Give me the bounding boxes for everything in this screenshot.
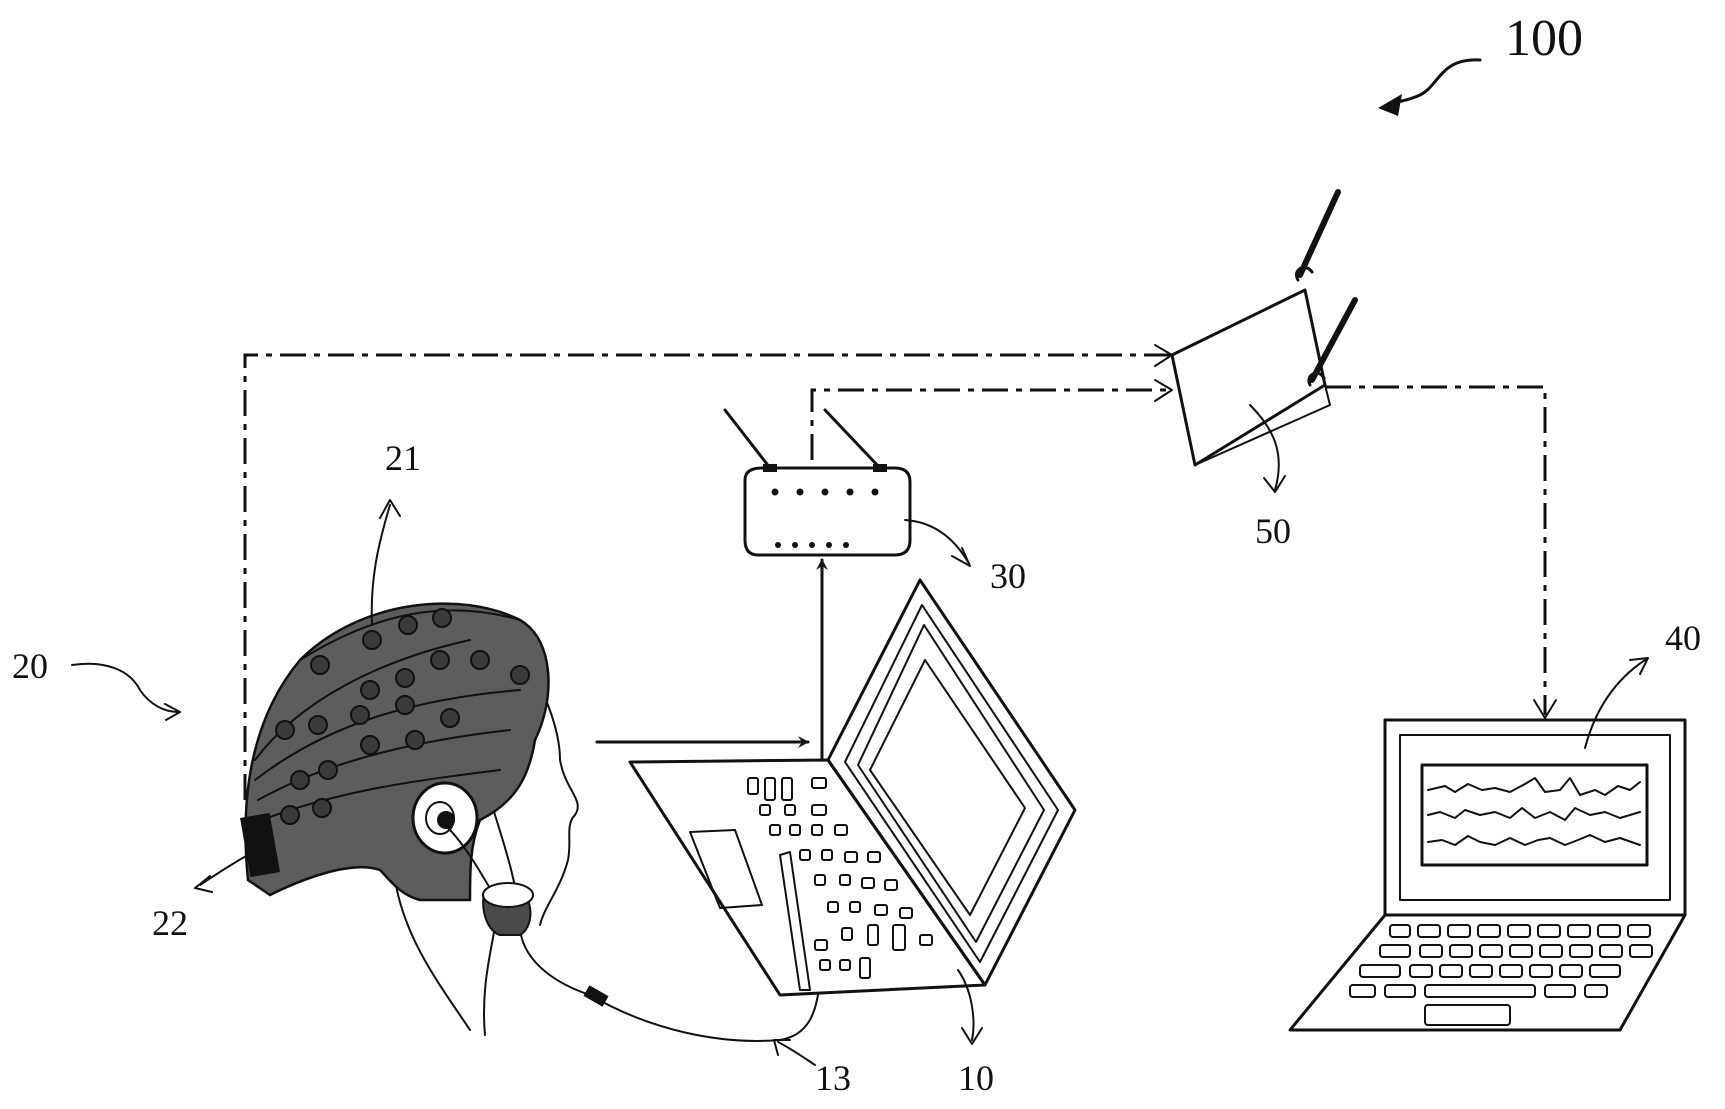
arrowhead-eeg-cap	[164, 703, 181, 721]
face-profile	[519, 649, 579, 926]
ear-electrode	[437, 811, 455, 829]
arrowhead-access-point	[1263, 475, 1286, 493]
link-access-point-to-monitor	[1325, 385, 1547, 715]
laptop-keys	[747, 777, 933, 979]
monitor-laptop: 40	[1288, 618, 1701, 1032]
chin-strap-buckle	[482, 882, 534, 908]
person-eeg-cap: 22 21 20	[12, 438, 579, 1036]
laptop-base	[628, 758, 987, 997]
router-antenna-left	[723, 408, 772, 470]
router-body	[743, 466, 912, 557]
monitor-keys	[1349, 924, 1653, 1026]
arrowhead-cable	[773, 1039, 791, 1056]
label-connector: 22	[152, 903, 188, 943]
eeg-cap	[244, 602, 550, 902]
pointer-cable	[777, 1041, 816, 1066]
laptop-lid	[826, 578, 1077, 987]
arrowhead-monitor-link	[1533, 699, 1557, 719]
link-router-to-access-point	[810, 388, 1170, 460]
solid-arrows	[595, 558, 828, 762]
arrowhead-monitor-laptop	[1629, 657, 1649, 675]
laptop-lid-inner	[844, 604, 1059, 963]
pointer-router	[904, 519, 969, 563]
dashed-links	[243, 344, 1557, 800]
laptop-slot	[779, 851, 811, 991]
waveform-3	[1427, 834, 1641, 846]
antenna-1	[1297, 189, 1341, 278]
arrowhead-system	[1378, 94, 1402, 116]
label-monitor-laptop: 40	[1665, 618, 1701, 658]
access-point-edge	[1194, 384, 1331, 466]
access-point: 50	[1170, 189, 1358, 551]
label-eeg-cap: 20	[12, 646, 48, 686]
waveform-2	[1427, 807, 1641, 821]
access-point-body	[1170, 288, 1327, 467]
router-antenna-base-left	[763, 464, 777, 472]
cap-connector	[240, 812, 280, 878]
label-system: 100	[1505, 10, 1583, 67]
electrodes	[275, 608, 530, 825]
router-antenna-right	[823, 408, 882, 470]
laptop-touchpad	[689, 829, 763, 909]
laptop-bezel	[857, 624, 1045, 943]
neck-back	[394, 879, 471, 1031]
pointer-connector	[199, 854, 249, 886]
label-cable: 13	[815, 1058, 851, 1098]
waveform-1	[1427, 777, 1641, 796]
system-label-group: 100	[1378, 10, 1583, 116]
router-antenna-base-right	[873, 464, 887, 472]
antenna-2	[1309, 297, 1358, 383]
arrowhead-user-laptop	[961, 1027, 983, 1045]
pointer-electrode	[370, 504, 391, 626]
label-electrode: 21	[385, 438, 421, 478]
arrowhead-router	[951, 547, 971, 567]
laptop-screen	[869, 659, 1026, 916]
label-access-point: 50	[1255, 511, 1291, 551]
monitor-keyboard-base	[1288, 913, 1687, 1032]
pointer-monitor-laptop	[1584, 659, 1646, 749]
pointer-access-point	[1249, 404, 1280, 491]
user-laptop: 10	[628, 578, 1077, 1098]
cable-connector	[583, 985, 609, 1007]
label-router: 30	[990, 556, 1026, 596]
link-cap-to-access-point	[243, 353, 1170, 800]
monitor-bezel	[1399, 734, 1671, 901]
arrowhead-connector	[194, 875, 213, 893]
arrowhead-electrode	[379, 499, 401, 519]
arrowhead-router-link	[1154, 379, 1173, 402]
cable: 13	[474, 749, 851, 1098]
router: 30	[723, 408, 1026, 596]
pointer-eeg-cap	[71, 662, 179, 713]
pointer-user-laptop	[957, 969, 975, 1041]
router-leds	[771, 488, 879, 548]
label-user-laptop: 10	[958, 1058, 994, 1098]
monitor-screen	[1420, 763, 1649, 867]
